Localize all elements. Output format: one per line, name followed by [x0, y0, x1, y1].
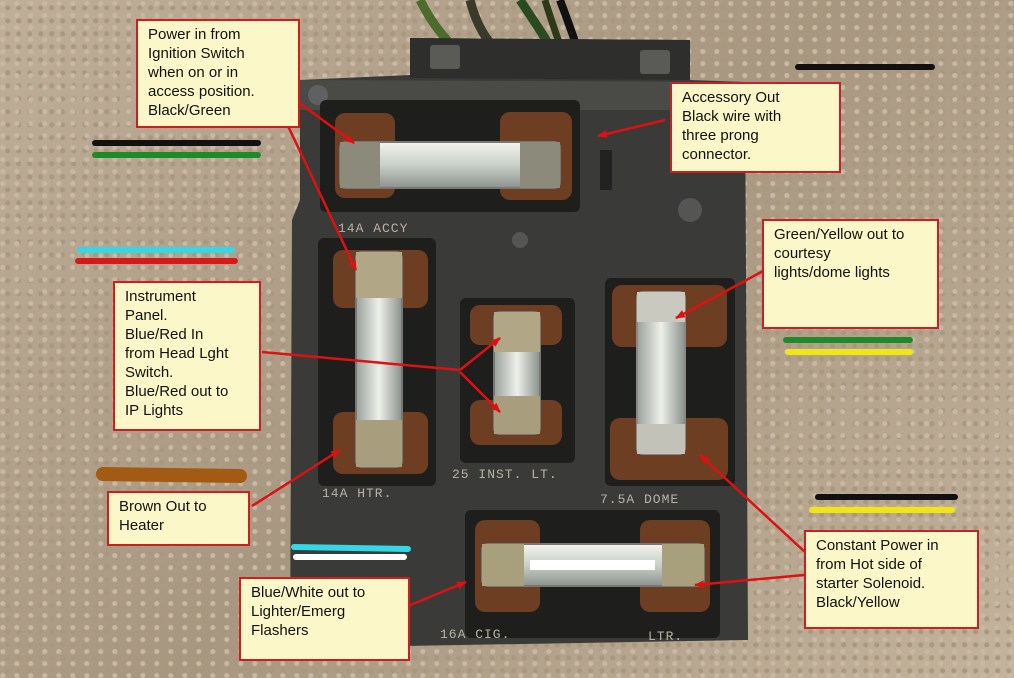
arrow-blue-white-out — [407, 580, 467, 608]
label-7-5a-dome: 7.5A DOME — [600, 492, 679, 507]
callout-power-in: Power in from Ignition Switch when on or… — [136, 19, 300, 128]
fuse-dome — [636, 291, 686, 455]
arrow-instrument-inst-top — [459, 337, 501, 371]
arrow-courtesy-lights — [675, 268, 766, 320]
arrow-constant-power-dome — [699, 454, 806, 553]
callout-constant-power: Constant Power in from Hot side of start… — [804, 530, 979, 629]
callout-instrument-panel: Instrument Panel. Blue/Red In from Head … — [113, 281, 261, 431]
callout-accessory-out: Accessory Out Black wire with three pron… — [670, 82, 841, 173]
label-16a-cig: 16A CIG. — [440, 627, 510, 642]
callout-courtesy-lights: Green/Yellow out to courtesy lights/dome… — [762, 219, 939, 329]
swatch-cyan-middle — [291, 544, 411, 552]
arrow-constant-power-cig — [694, 573, 805, 589]
fuse-inst — [493, 311, 541, 435]
fuse-cig — [481, 543, 705, 587]
swatch-brown — [96, 467, 247, 483]
label-25-inst-lt: 25 INST. LT. — [452, 467, 558, 482]
callout-blue-white-out: Blue/White out to Lighter/Emerg Flashers — [239, 577, 410, 661]
wire-swatches — [75, 64, 958, 560]
fuse-htr — [355, 251, 403, 468]
label-14a-accy: 14A ACCY — [338, 221, 408, 236]
fuse-accy — [339, 141, 561, 189]
instrument-panel-leader — [261, 350, 461, 372]
arrow-accessory-out — [597, 118, 666, 138]
arrow-brown-out — [251, 448, 341, 508]
callout-brown-out: Brown Out to Heater — [107, 491, 250, 546]
arrow-instrument-inst-bottom — [459, 371, 501, 413]
label-ltr: LTR. — [648, 629, 683, 644]
label-14a-htr: 14A HTR. — [322, 486, 392, 501]
